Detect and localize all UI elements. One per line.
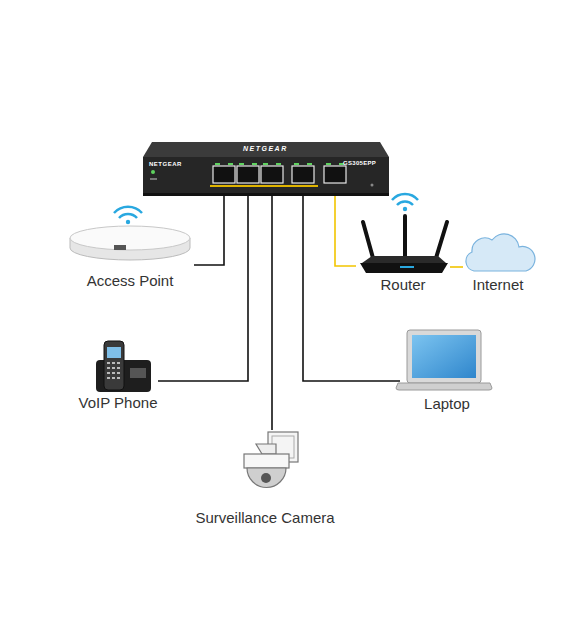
switch-front (143, 157, 389, 195)
network-switch: NETGEAR NETGEAR GS305EPP (143, 141, 389, 196)
switch-top (143, 142, 389, 157)
network-cable (335, 196, 356, 266)
device-label: Access Point (87, 272, 174, 290)
router: Router (356, 198, 450, 294)
cable-line (271, 196, 273, 430)
laptop: Laptop (400, 328, 494, 413)
led-mark (150, 178, 157, 180)
poe-strip (210, 185, 318, 187)
port (237, 166, 259, 183)
voip-phone-illustration (96, 341, 151, 392)
port (292, 166, 314, 183)
model-label: GS305EPP (343, 160, 376, 166)
power-led (151, 170, 155, 174)
port (324, 166, 346, 183)
voip-phone: VoIP Phone (78, 338, 158, 412)
device-label: Surveillance Camera (195, 509, 334, 527)
cable-line (194, 196, 224, 265)
device-label: VoIP Phone (79, 394, 158, 412)
ports (213, 166, 346, 183)
network-cable (272, 196, 273, 430)
cable-line (450, 266, 463, 268)
switch-base (143, 193, 389, 196)
brand-label: NETGEAR (243, 145, 288, 152)
router-illustration (360, 194, 448, 273)
device-label: Router (380, 276, 425, 294)
brand-label: NETGEAR (149, 161, 182, 167)
switch-illustration (143, 142, 389, 196)
port (261, 166, 283, 183)
laptop-illustration (396, 330, 492, 390)
network-cable (194, 196, 224, 265)
device-label: Internet (473, 276, 524, 294)
port-leds (215, 163, 344, 165)
internet-cloud: Internet (463, 234, 533, 294)
device-label: Laptop (424, 395, 470, 413)
network-cable (450, 267, 463, 268)
camera-illustration (244, 432, 298, 488)
cloud-illustration (466, 234, 535, 271)
cable-line (335, 196, 356, 266)
port (213, 166, 235, 183)
access-point: Access Point (66, 200, 194, 290)
access-point-illustration (70, 207, 190, 260)
reset-hole (371, 184, 374, 187)
surveillance-camera: Surveillance Camera (185, 430, 345, 527)
